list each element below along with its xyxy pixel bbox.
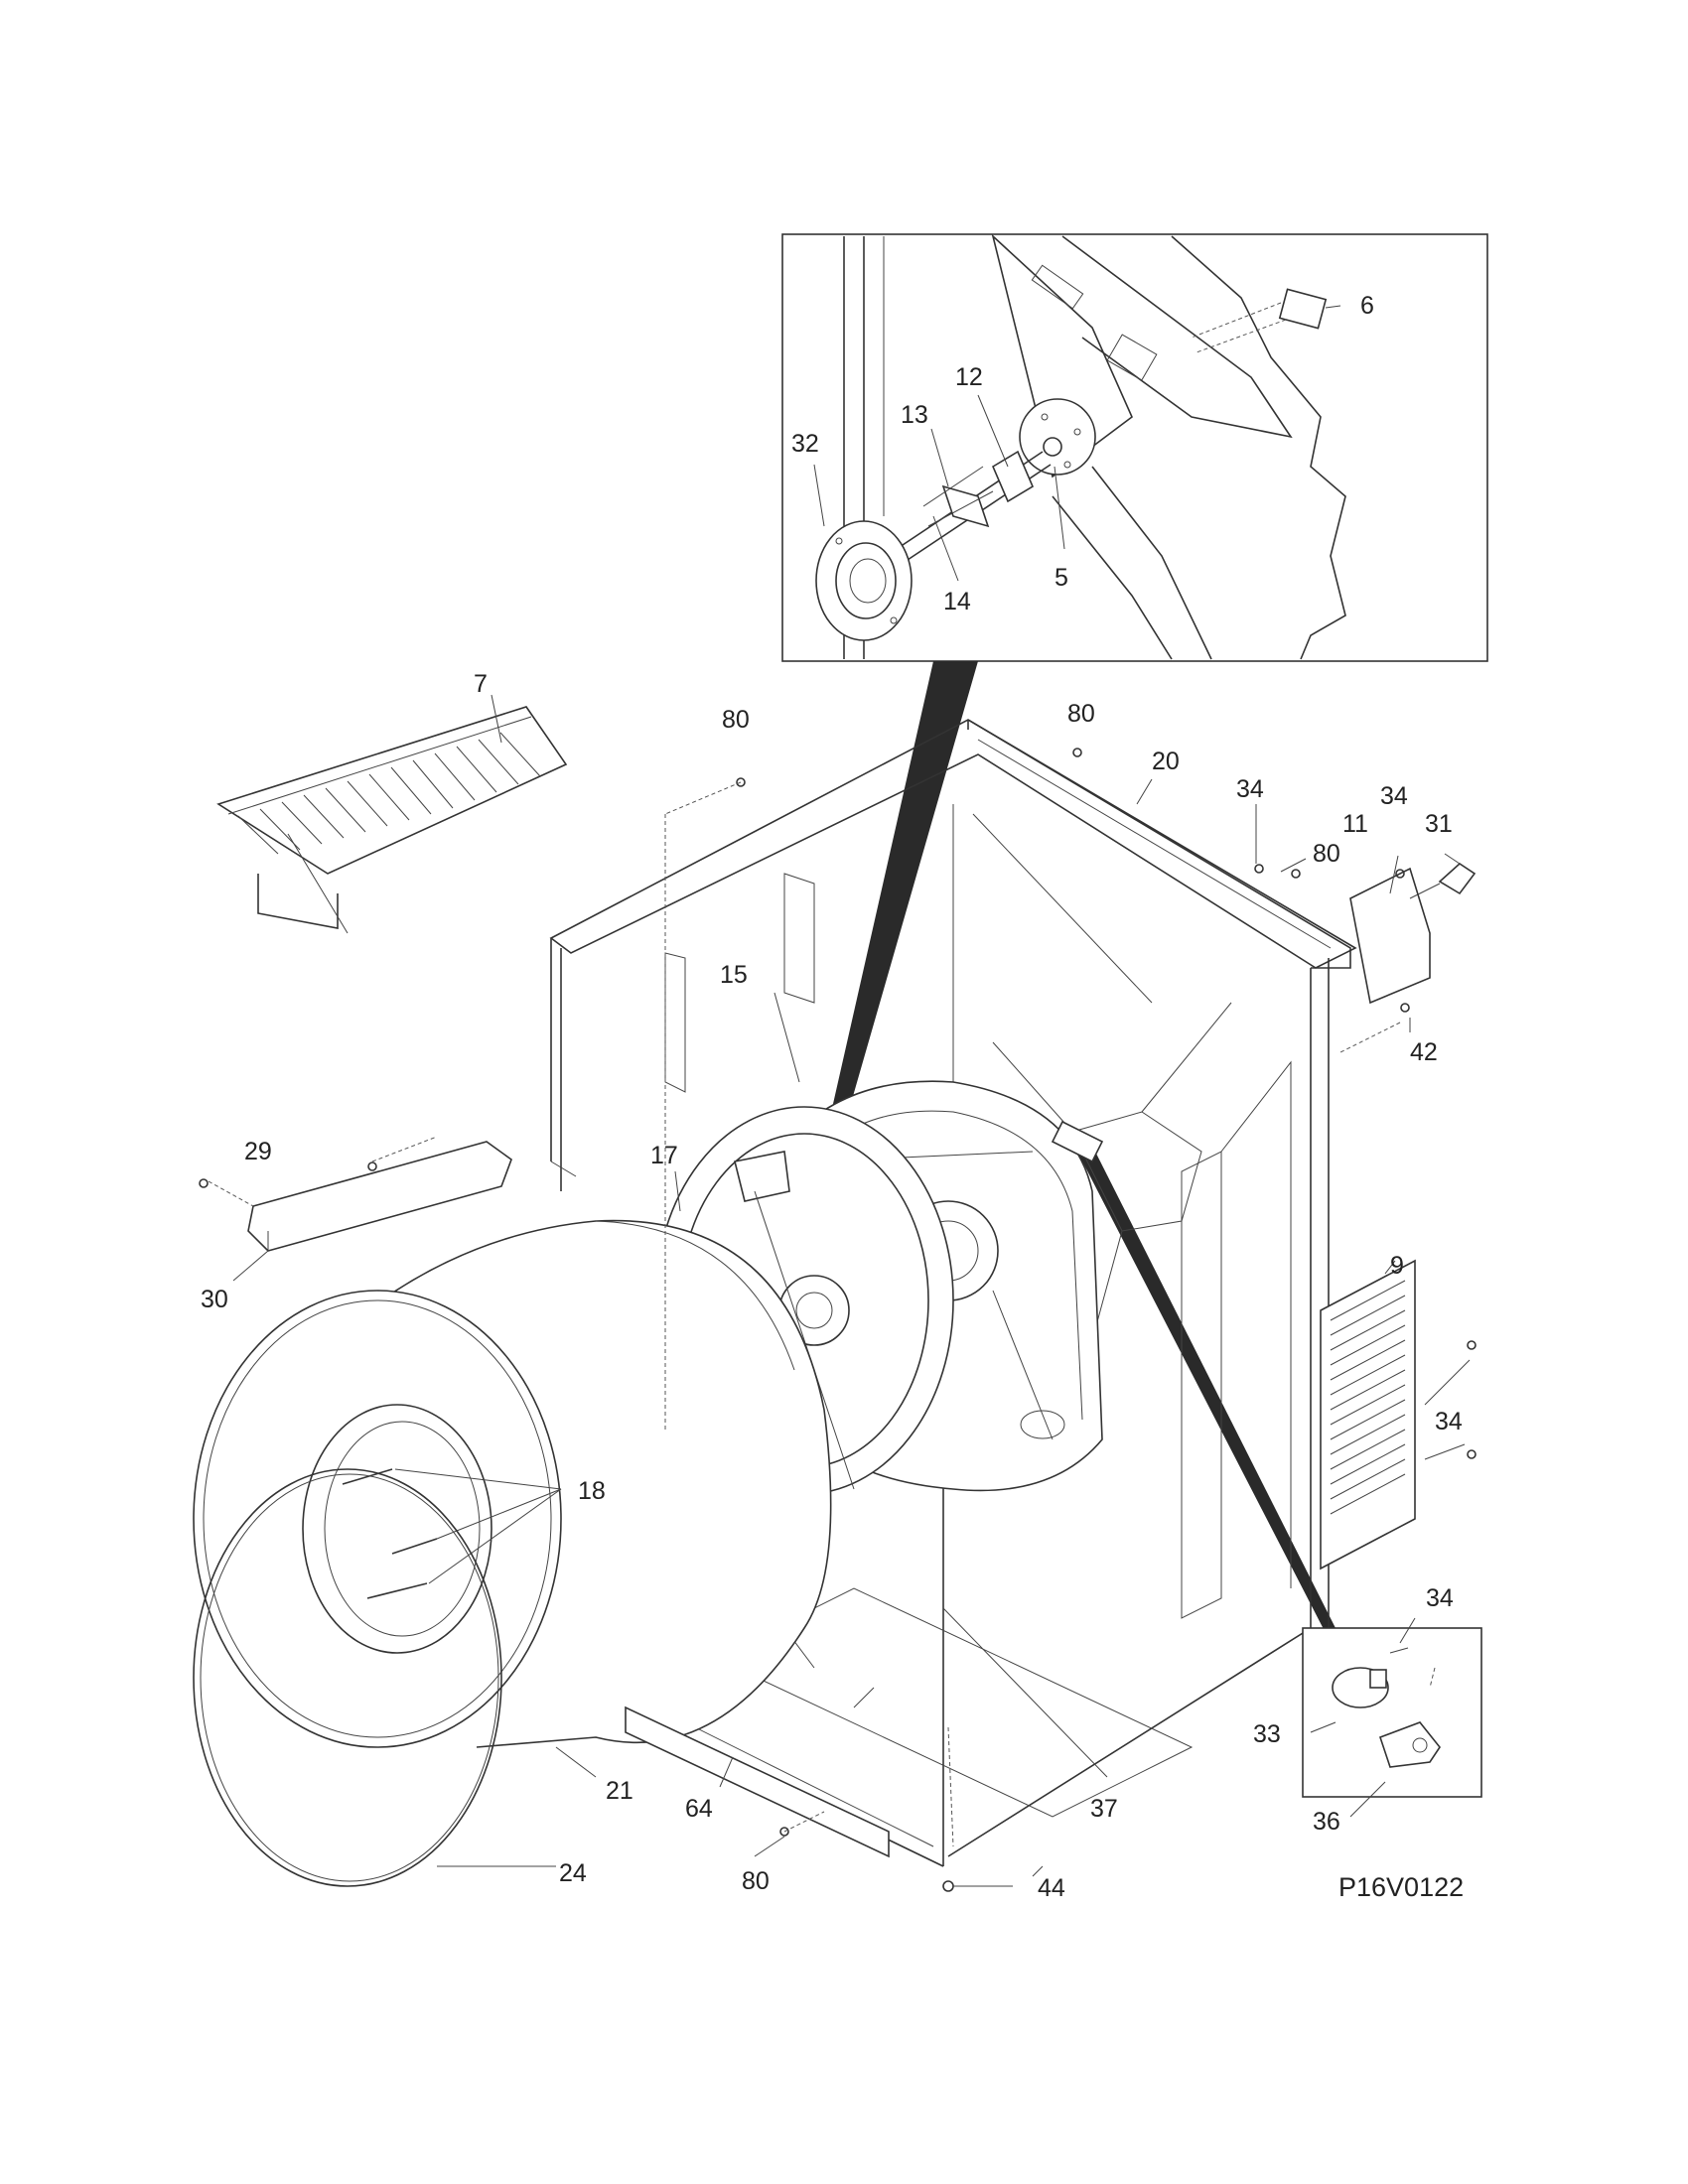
leader-lines [555, 778, 1307, 1877]
callout-18: 18 [578, 1477, 606, 1505]
callout-30: 30 [201, 1286, 228, 1313]
drying-rack [216, 694, 568, 934]
projection-beams [804, 661, 1336, 1633]
toe-kick [208, 1136, 512, 1282]
callout-labels: 6 12 13 32 5 14 7 80 80 20 34 34 11 31 8… [201, 292, 1463, 1902]
detail-inset-bottom [1302, 1617, 1482, 1818]
callout-34-d: 34 [1426, 1584, 1454, 1612]
callout-42: 42 [1410, 1038, 1438, 1066]
front-seal-ring [193, 1468, 556, 1887]
callout-24: 24 [559, 1859, 587, 1887]
callout-5: 5 [1055, 564, 1068, 592]
callout-17: 17 [650, 1142, 678, 1169]
callout-36: 36 [1313, 1808, 1340, 1836]
callout-80-b: 80 [1067, 700, 1095, 728]
callout-6: 6 [1360, 292, 1374, 320]
callout-80-c: 80 [1313, 840, 1340, 868]
callout-37: 37 [1090, 1795, 1118, 1823]
callout-32: 32 [791, 430, 819, 458]
callout-33: 33 [1253, 1720, 1281, 1748]
callout-15: 15 [720, 961, 748, 989]
fasteners [199, 748, 1477, 1892]
drum [193, 1219, 832, 1748]
callout-31: 31 [1425, 810, 1453, 838]
support-rail [625, 1706, 890, 1858]
terminal-bracket [1339, 853, 1477, 1053]
detail-inset-top [781, 233, 1488, 662]
callout-80-a: 80 [722, 706, 750, 734]
callout-80-d: 80 [742, 1867, 770, 1895]
callout-34-c: 34 [1435, 1408, 1463, 1435]
callout-44: 44 [1038, 1874, 1065, 1902]
drawing-code: P16V0122 [1338, 1872, 1464, 1902]
callout-20: 20 [1152, 748, 1180, 775]
callout-14: 14 [943, 588, 971, 615]
callout-7: 7 [474, 670, 488, 698]
callout-64: 64 [685, 1795, 713, 1823]
callout-21: 21 [606, 1777, 633, 1805]
callout-11: 11 [1342, 810, 1368, 838]
callout-29: 29 [244, 1138, 272, 1165]
rear-access-panel [1320, 1259, 1471, 1570]
callout-34-a: 34 [1236, 775, 1264, 803]
callout-9: 9 [1390, 1252, 1404, 1280]
callout-34-b: 34 [1380, 782, 1408, 810]
callout-12: 12 [955, 363, 983, 391]
callout-13: 13 [901, 401, 928, 429]
